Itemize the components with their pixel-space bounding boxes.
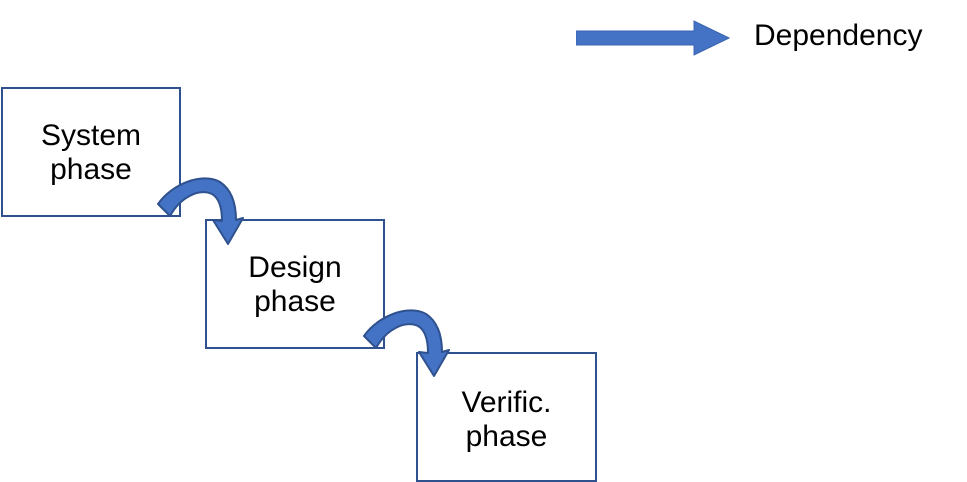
system-phase-label: System phase bbox=[40, 119, 142, 186]
design-phase-box: Design phase bbox=[205, 219, 385, 349]
design-phase-label: Design phase bbox=[248, 251, 342, 318]
dependency-arrow-icon bbox=[576, 20, 730, 56]
legend-label: Dependency bbox=[754, 19, 923, 52]
system-phase-box: System phase bbox=[1, 87, 181, 217]
legend: Dependency bbox=[576, 14, 956, 60]
verific-phase-box: Verific. phase bbox=[416, 352, 597, 482]
system-to-design-arrow bbox=[157, 177, 244, 245]
verific-phase-label: Verific. phase bbox=[461, 386, 552, 453]
design-to-verific-arrow bbox=[363, 309, 450, 377]
